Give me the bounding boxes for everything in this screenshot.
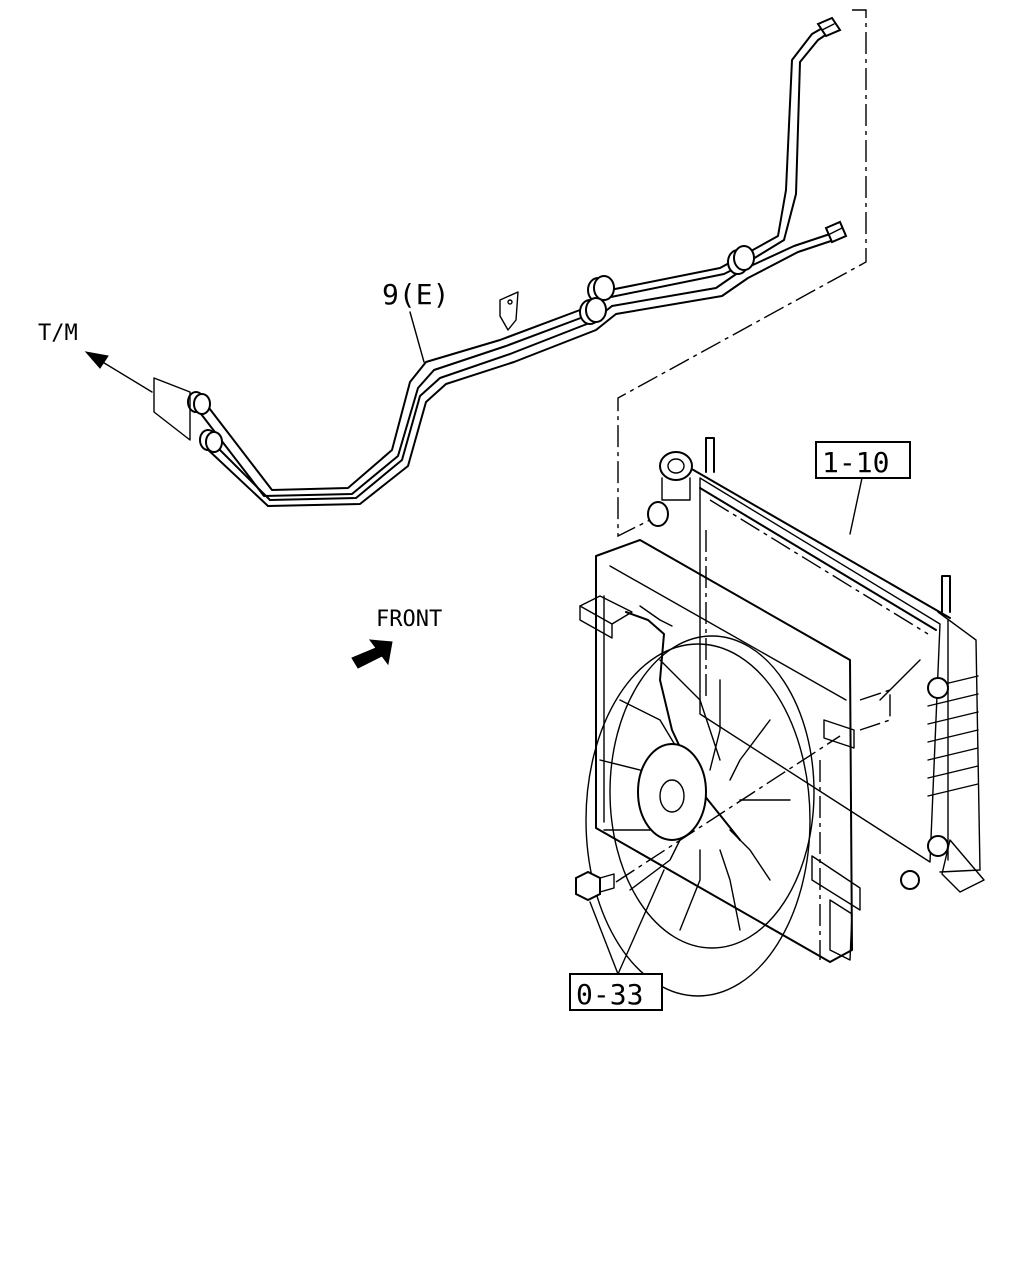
line-mounting-bracket bbox=[499, 291, 519, 331]
bolt-ref-leader bbox=[589, 869, 665, 975]
radiator-ref-leader bbox=[849, 477, 863, 535]
line-union-nut-right bbox=[727, 245, 755, 275]
tm-end-fitting-lower bbox=[199, 429, 223, 453]
tm-end-fitting-upper bbox=[187, 391, 211, 415]
line-assembly-label: 9(E) bbox=[382, 278, 449, 311]
bolt-ref-label: 0-33 bbox=[576, 978, 643, 1011]
reference-frame-lines bbox=[617, 9, 867, 538]
front-label: FRONT bbox=[376, 607, 442, 632]
radiator-ref-label: 1-10 bbox=[822, 446, 889, 479]
radiator-vent-pipe-right bbox=[941, 575, 951, 613]
line-union-nut-lower bbox=[579, 297, 607, 325]
upper-hose-outlet bbox=[647, 451, 693, 527]
oil-cooler-line-assembly bbox=[153, 16, 848, 507]
radiator-vent-pipe-left bbox=[705, 437, 715, 473]
bolt-ref-box: 0-33 bbox=[569, 973, 663, 1011]
to-transmission-arrow bbox=[84, 351, 153, 393]
tm-label: T/M bbox=[38, 321, 78, 346]
side-line-fitting bbox=[824, 220, 848, 244]
fan-hub bbox=[637, 743, 707, 841]
radiator-assembly bbox=[647, 437, 985, 893]
radiator-ref-box: 1-10 bbox=[815, 441, 911, 479]
line-union-nut-upper bbox=[587, 275, 615, 303]
line-assembly-leader bbox=[409, 311, 425, 363]
fan-shroud-assembly bbox=[579, 539, 921, 997]
tm-tag-plate bbox=[153, 377, 191, 441]
fan-shroud-bolt bbox=[575, 735, 841, 902]
top-line-fitting bbox=[816, 16, 842, 38]
front-direction-arrow bbox=[351, 639, 393, 669]
